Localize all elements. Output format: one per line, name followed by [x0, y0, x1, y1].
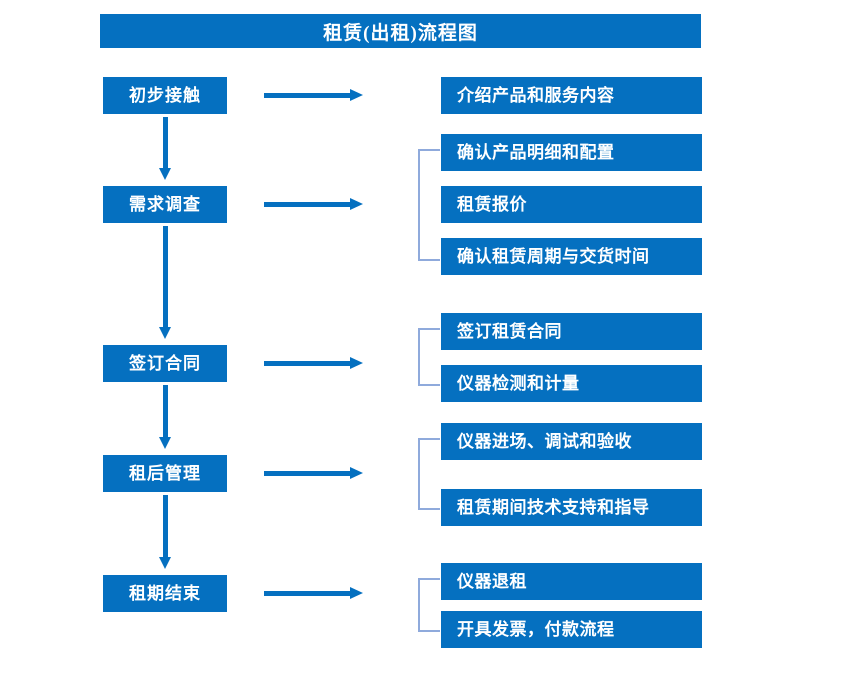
- stage-box-4[interactable]: 租后管理: [103, 455, 227, 492]
- flow-arrow-down-2: [158, 226, 172, 339]
- detail-label-1: 介绍产品和服务内容: [457, 86, 615, 105]
- detail-box-10[interactable]: 开具发票，付款流程: [441, 611, 702, 648]
- group-bracket-5: [418, 578, 440, 632]
- detail-box-7[interactable]: 仪器进场、调试和验收: [441, 423, 702, 460]
- detail-box-5[interactable]: 签订租赁合同: [441, 313, 702, 350]
- link-arrow-right-2: [264, 197, 364, 211]
- stage-label-5: 租期结束: [129, 584, 201, 603]
- detail-label-10: 开具发票，付款流程: [457, 620, 615, 639]
- stage-label-3: 签订合同: [129, 354, 201, 373]
- detail-label-7: 仪器进场、调试和验收: [457, 432, 632, 451]
- detail-label-2: 确认产品明细和配置: [457, 143, 615, 162]
- stage-label-2: 需求调查: [129, 195, 201, 214]
- group-bracket-2: [418, 149, 440, 261]
- detail-box-6[interactable]: 仪器检测和计量: [441, 365, 702, 402]
- detail-box-3[interactable]: 租赁报价: [441, 186, 702, 223]
- link-arrow-right-5: [264, 586, 364, 600]
- detail-label-3: 租赁报价: [457, 195, 527, 214]
- detail-label-5: 签订租赁合同: [457, 322, 562, 341]
- stage-label-4: 租后管理: [129, 464, 201, 483]
- flow-arrow-down-4: [158, 495, 172, 569]
- detail-label-9: 仪器退租: [457, 572, 527, 591]
- flow-arrow-down-3: [158, 385, 172, 449]
- detail-label-8: 租赁期间技术支持和指导: [457, 498, 650, 517]
- detail-box-4[interactable]: 确认租赁周期与交货时间: [441, 238, 702, 275]
- detail-box-9[interactable]: 仪器退租: [441, 563, 702, 600]
- detail-label-6: 仪器检测和计量: [457, 374, 580, 393]
- detail-box-8[interactable]: 租赁期间技术支持和指导: [441, 489, 702, 526]
- stage-box-3[interactable]: 签订合同: [103, 345, 227, 382]
- stage-box-5[interactable]: 租期结束: [103, 575, 227, 612]
- group-bracket-4: [418, 438, 440, 510]
- stage-box-2[interactable]: 需求调查: [103, 186, 227, 223]
- stage-label-1: 初步接触: [129, 86, 201, 105]
- link-arrow-right-1: [264, 88, 364, 102]
- chart-title: 租赁(出租)流程图: [100, 14, 701, 48]
- link-arrow-right-4: [264, 466, 364, 480]
- detail-label-4: 确认租赁周期与交货时间: [457, 247, 650, 266]
- link-arrow-right-3: [264, 356, 364, 370]
- flow-arrow-down-1: [158, 117, 172, 180]
- stage-box-1[interactable]: 初步接触: [103, 77, 227, 114]
- detail-box-1[interactable]: 介绍产品和服务内容: [441, 77, 702, 114]
- detail-box-2[interactable]: 确认产品明细和配置: [441, 134, 702, 171]
- group-bracket-3: [418, 328, 440, 386]
